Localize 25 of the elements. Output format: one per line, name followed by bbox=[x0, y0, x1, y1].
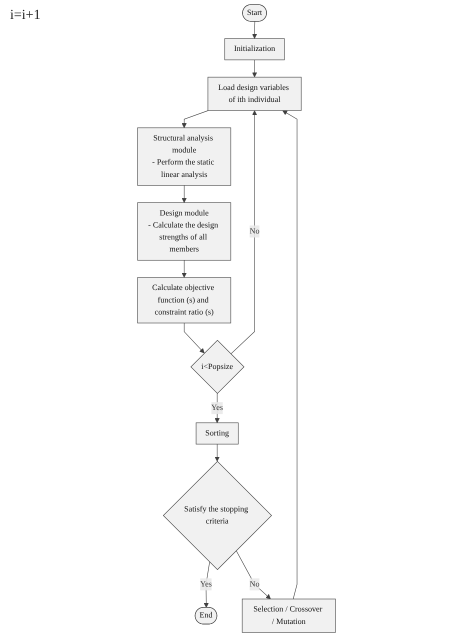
arrow bbox=[214, 444, 220, 462]
node-box: Structural analysis module - Perform the static linear analysis bbox=[137, 128, 232, 186]
arrow bbox=[182, 260, 187, 278]
node-box: Sorting bbox=[196, 422, 239, 444]
arrow bbox=[184, 322, 205, 354]
node-box: Calculate objective function (s) and constraint ratio (s) bbox=[137, 277, 232, 324]
node-box: Initialization bbox=[224, 38, 285, 60]
arrow bbox=[252, 21, 258, 39]
node-box: Selection / Crossover / Mutation bbox=[242, 598, 336, 633]
arrow bbox=[204, 562, 210, 608]
arrow bbox=[252, 60, 258, 78]
edge-label: No bbox=[250, 580, 260, 589]
edge-label: Yes bbox=[211, 404, 224, 412]
node-diamond: Satisfy the stopping criteria bbox=[162, 460, 272, 570]
arrow bbox=[182, 110, 208, 128]
arrow bbox=[182, 185, 187, 203]
arrow bbox=[230, 110, 258, 354]
arrow bbox=[236, 550, 271, 600]
loop-counter-note: i=i+1 bbox=[10, 8, 41, 24]
node-diamond: i<Popsize bbox=[190, 340, 244, 394]
node-box: Design module - Calculate the design strengths of all members bbox=[137, 202, 232, 261]
node-box: Load design variables of ith individual bbox=[208, 76, 302, 111]
edge-label: No bbox=[250, 227, 260, 236]
edge-label: Yes bbox=[200, 580, 212, 589]
arrow bbox=[282, 110, 298, 600]
